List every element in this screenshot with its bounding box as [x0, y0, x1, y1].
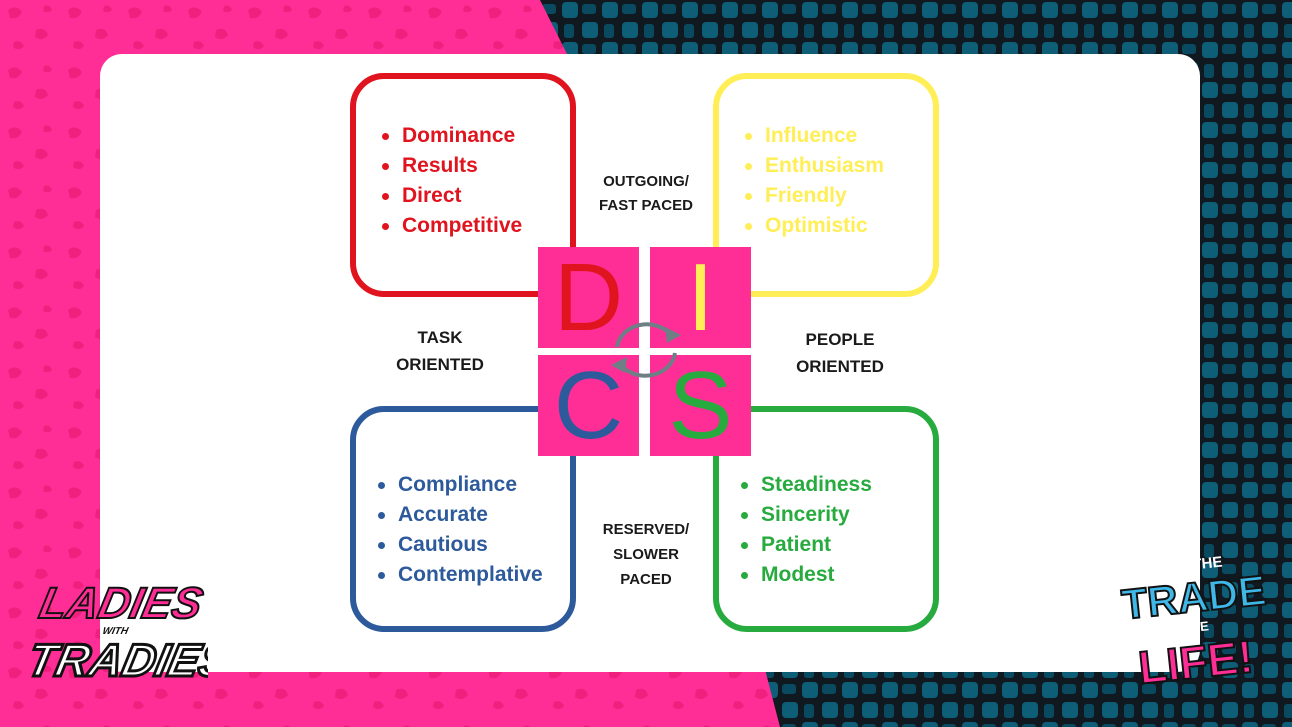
tile-d: D: [538, 247, 639, 348]
label-people-oriented: PEOPLE ORIENTED: [796, 330, 884, 376]
list-item: Optimistic: [741, 211, 884, 241]
svg-text:LADIES: LADIES: [35, 579, 207, 627]
list-item: Steadiness: [737, 470, 872, 500]
svg-text:WITH: WITH: [101, 626, 130, 637]
compliance-list: Compliance Accurate Cautious Contemplati…: [374, 470, 543, 590]
list-item: Sincerity: [737, 500, 872, 530]
label-task-oriented: TASK ORIENTED: [396, 328, 484, 374]
list-item: Modest: [737, 560, 872, 590]
svg-text:LIFE!: LIFE!: [1136, 630, 1256, 694]
tile-c: C: [538, 355, 639, 456]
list-item: Cautious: [374, 530, 543, 560]
list-item: Patient: [737, 530, 872, 560]
list-item: Direct: [378, 181, 522, 211]
list-item: Influence: [741, 121, 884, 151]
list-item: Enthusiasm: [741, 151, 884, 181]
list-item: Friendly: [741, 181, 884, 211]
dominance-list: Dominance Results Direct Competitive: [378, 121, 522, 241]
influence-list: Influence Enthusiasm Friendly Optimistic: [741, 121, 884, 241]
svg-text:LIVIN' THE: LIVIN' THE: [1142, 618, 1209, 640]
list-item: Accurate: [374, 500, 543, 530]
ladies-with-tradies-logo: LADIES WITH TRADIES: [21, 578, 208, 687]
list-item: Dominance: [378, 121, 522, 151]
label-outgoing: OUTGOING/ FAST PACED: [599, 173, 693, 214]
quadrant-compliance: Compliance Accurate Cautious Contemplati…: [350, 406, 576, 632]
steadiness-list: Steadiness Sincerity Patient Modest: [737, 470, 872, 590]
label-reserved: RESERVED/ SLOWER PACED: [602, 521, 690, 588]
list-item: Compliance: [374, 470, 543, 500]
workin-the-trade-logo: WORKIN' THE TRADE LIVIN' THE LIFE!: [1119, 554, 1270, 695]
list-item: Contemplative: [374, 560, 543, 590]
tile-s: S: [650, 355, 751, 456]
svg-text:TRADIES: TRADIES: [23, 634, 208, 685]
list-item: Competitive: [378, 211, 522, 241]
circular-arrows-icon: [611, 322, 681, 378]
list-item: Results: [378, 151, 522, 181]
